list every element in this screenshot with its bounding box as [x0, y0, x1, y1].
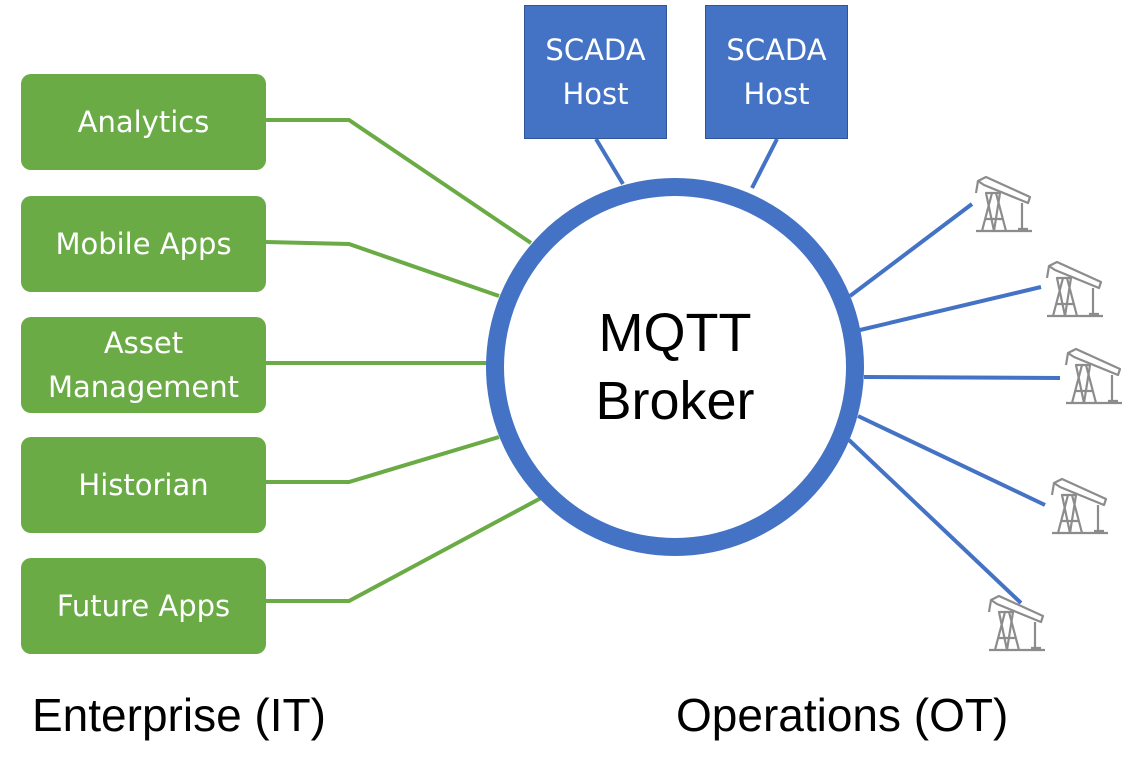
connector-analytics [266, 118, 533, 245]
analytics-box[interactable]: Analytics [21, 74, 266, 170]
scada-host-box-2[interactable]: SCADA Host [705, 5, 848, 139]
connector-pump-4 [857, 414, 1046, 507]
historian-box[interactable]: Historian [21, 437, 266, 533]
connector-historian [266, 435, 500, 484]
connector-pump-5 [847, 438, 1023, 605]
asset-management-box[interactable]: Asset Management [21, 317, 266, 413]
connector-future-apps [266, 496, 542, 603]
oil-pump-icon [974, 175, 1032, 233]
future-apps-label: Future Apps [56, 589, 231, 623]
mobile-apps-box[interactable]: Mobile Apps [21, 196, 266, 292]
asset-management-label: Asset Management [47, 326, 240, 404]
enterprise-it-label: Enterprise (IT) [32, 689, 326, 741]
oil-pump-icon [987, 594, 1045, 652]
mqtt-broker-ring[interactable]: MQTT Broker [486, 178, 864, 556]
mqtt-broker-label: MQTT Broker [595, 303, 755, 431]
analytics-label: Analytics [77, 105, 210, 139]
oil-pump-icon [1045, 260, 1103, 318]
mqtt-broker-core: MQTT Broker [504, 196, 846, 538]
operations-ot-label: Operations (OT) [676, 689, 1009, 741]
historian-label: Historian [78, 468, 209, 502]
connector-pump-3 [863, 375, 1061, 380]
oil-pump-icon [1050, 477, 1108, 535]
connector-pump-1 [848, 202, 974, 298]
scada-host-box-1[interactable]: SCADA Host [524, 5, 667, 139]
mobile-apps-label: Mobile Apps [55, 227, 232, 261]
connector-scada-1 [594, 137, 625, 186]
scada-host-label-2: SCADA Host [726, 33, 827, 111]
future-apps-box[interactable]: Future Apps [21, 558, 266, 654]
oil-pump-icon [1064, 347, 1122, 405]
connector-mobile-apps [265, 240, 500, 298]
connector-scada-2 [750, 138, 779, 189]
connector-pump-2 [859, 285, 1042, 332]
scada-host-label-1: SCADA Host [545, 33, 646, 111]
